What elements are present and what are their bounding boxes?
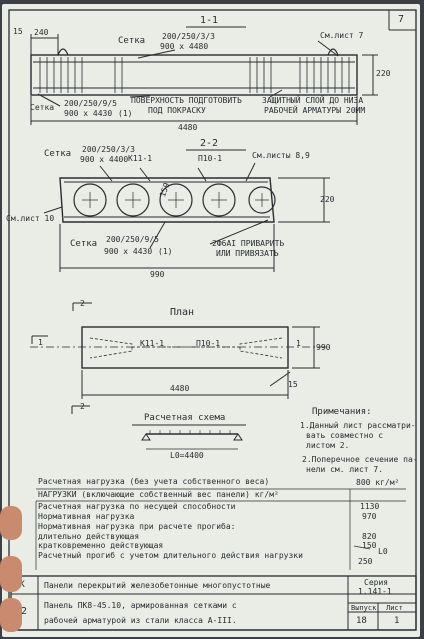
width-2-2: 990	[150, 270, 165, 279]
load-row-1-value: 800 кг/м²	[356, 478, 400, 487]
series-label: Серия	[364, 578, 389, 587]
setka-top-label: Сетка	[118, 36, 146, 46]
see-sheet-10: См.лист 10	[6, 214, 55, 223]
plan-mark-1-right: 1	[296, 339, 301, 348]
note-2-line-a: 2.Поперечное сечение па-	[302, 455, 418, 464]
load-row-3-label: Расчетная нагрузка по несущей способност…	[38, 502, 236, 511]
see-sheets-8-9: См.листы 8,9	[252, 151, 310, 160]
load-row-8-value-b: 250	[358, 557, 373, 566]
load-row-6-label: длительно действующая	[38, 532, 140, 541]
surface-note-2: ПОД ПОКРАСКУ	[148, 106, 206, 115]
sheet-number: 7	[398, 14, 405, 25]
note-2-line-b: нели см. лист 7.	[306, 465, 384, 474]
load-row-6-value: 820	[362, 532, 377, 541]
setka-2-2-label: Сетка	[44, 149, 72, 159]
scheme-title: Расчетная схема	[144, 413, 226, 423]
title-row-2: Панель ПК8-45.10, армированная сетками с	[44, 601, 237, 610]
setka-top-spec: 200/250/3/3	[162, 32, 215, 41]
sheet-value: 1	[394, 616, 400, 626]
weld-note-1: 2Ф6АI ПРИВАРИТЬ	[212, 239, 285, 248]
series-value: 1.141-1	[358, 587, 392, 596]
setka-bottom-size: 900 x 4430	[104, 247, 153, 256]
setka-left-spec: 200/250/9/5	[64, 99, 117, 108]
setka-bottom-note: (1)	[158, 247, 173, 256]
setka-2-2-size: 900 x 4400	[80, 155, 129, 164]
finger	[0, 506, 22, 540]
load-row-4-value: 970	[362, 512, 377, 521]
cover-note-1: ЗАЩИТНЫЙ СЛОЙ ДО НИЗА	[262, 96, 364, 105]
hollow-cores	[73, 183, 276, 217]
finger	[0, 556, 22, 592]
plan-width: 990	[316, 343, 331, 352]
scheme-span: L0=4400	[170, 451, 204, 460]
setka-bottom-label: Сетка	[70, 239, 98, 249]
notes-title: Примечания:	[312, 407, 372, 417]
k11-2-2: К11-1	[128, 154, 153, 163]
issue-label: Выпуск	[351, 604, 377, 612]
cover-note-2: РАБОЧЕЙ АРМАТУРЫ 20ММ	[264, 106, 366, 115]
plan-mark-2-bottom: 2	[80, 402, 85, 411]
height-2-2: 220	[320, 195, 335, 204]
p10-2-2: П10-1	[198, 154, 223, 163]
load-row-5-label: Нормативная нагрузка при расчете прогиба…	[38, 522, 236, 531]
sheet-label: Лист	[386, 604, 403, 612]
plan-k11: К11-1	[140, 339, 165, 348]
load-row-7-label: кратковременно действующая	[38, 541, 164, 550]
surface-note-1: ПОВЕРХНОСТЬ ПОДГОТОВИТЬ	[131, 96, 242, 105]
section-1-1-panel	[30, 54, 358, 96]
plan-dim-15: 15	[288, 380, 298, 389]
height-1-1: 220	[376, 69, 391, 78]
plan-p10: П10-1	[196, 339, 221, 348]
title-row-3: рабочей арматурой из стали класса А-III.	[44, 616, 237, 625]
load-row-2-label: НАГРУЗКИ (включающие собственный вес пан…	[38, 490, 279, 499]
see-sheet-7: См.лист 7	[320, 31, 364, 40]
setka-top-size: 900 x 4480	[160, 42, 209, 51]
finger	[0, 598, 22, 632]
plan-title: План	[170, 307, 195, 318]
load-row-4-label: Нормативная нагрузка	[38, 512, 135, 521]
section-1-1-title: 1-1	[200, 15, 219, 26]
note-1-line-b: вать совместно с	[306, 431, 384, 440]
plan-mark-2-top: 2	[80, 299, 85, 308]
load-row-8-value-a: L0	[378, 547, 388, 556]
issue-value: 18	[356, 616, 367, 626]
note-1-line-a: 1.Данный лист рассматри-	[300, 421, 416, 430]
setka-left-note: (1)	[118, 109, 133, 118]
title-row-1: Панели перекрытий железобетонные многопу…	[44, 581, 271, 590]
setka-left-label: Сетка	[30, 103, 55, 112]
note-1-line-c: листом 2.	[306, 441, 350, 450]
load-row-8-label: Расчетный прогиб с учетом длительного де…	[38, 551, 303, 560]
weld-note-2: ИЛИ ПРИВЯЗАТЬ	[216, 249, 279, 258]
left-offset-dim: 15	[13, 27, 23, 36]
setka-2-2-spec: 200/250/3/3	[82, 145, 135, 154]
plan-mark-1-left: 1	[38, 338, 43, 347]
dim-240: 240	[34, 28, 49, 37]
load-row-7-value: 150	[362, 541, 377, 550]
plan-panel	[81, 326, 289, 369]
load-row-3-value: 1130	[360, 502, 380, 511]
setka-bottom-spec: 200/250/9/5	[106, 235, 159, 244]
length-1-1: 4480	[178, 123, 198, 132]
section-2-2-title: 2-2	[200, 138, 219, 149]
setka-left-size: 900 x 4430	[64, 109, 113, 118]
plan-length: 4480	[170, 384, 190, 393]
load-row-1-label: Расчетная нагрузка (без учета собственно…	[38, 477, 270, 486]
